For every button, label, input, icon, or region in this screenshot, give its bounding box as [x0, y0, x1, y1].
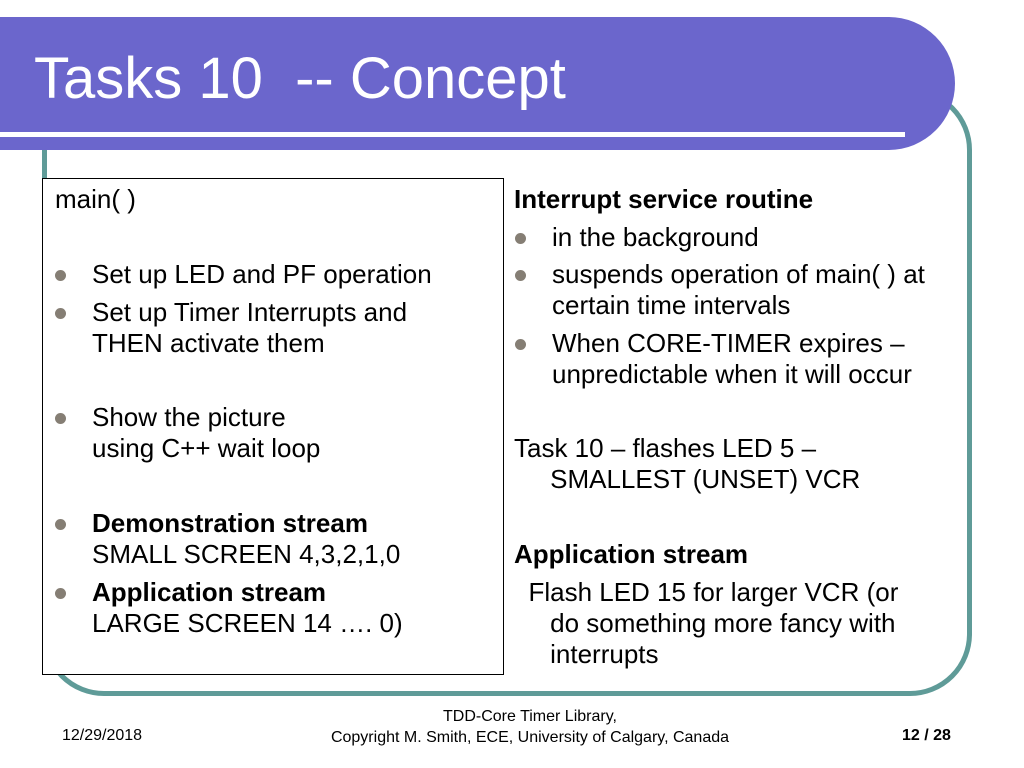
application-stream-heading: Application stream	[514, 539, 749, 569]
task-line: Task 10 – flashes LED 5 – SMALLEST (UNSE…	[514, 433, 861, 494]
list-item-text: SMALL SCREEN 4,3,2,1,0	[92, 539, 401, 569]
list-item-text: Show the picture using C++ wait loop	[92, 402, 321, 463]
list-item-bold: Application stream	[92, 577, 327, 607]
bullet-icon	[55, 308, 66, 319]
main-function-box	[42, 178, 504, 675]
bullet-icon	[515, 339, 526, 350]
title-underline	[0, 132, 905, 137]
footer-date: 12/29/2018	[62, 727, 143, 744]
bullet-icon	[55, 519, 66, 530]
footer-copyright: TDD-Core Timer Library, Copyright M. Smi…	[300, 706, 760, 748]
bullet-icon	[515, 233, 526, 244]
bullet-icon	[55, 270, 66, 281]
list-item-text: When CORE-TIMER expires – unpredictable …	[552, 328, 912, 389]
list-item-text: Set up Timer Interrupts and THEN activat…	[92, 297, 408, 358]
footer-line-2: Copyright M. Smith, ECE, University of C…	[330, 729, 730, 746]
page-number: 12 / 28	[902, 727, 951, 744]
slide-title: Tasks 10 -- Concept	[34, 46, 566, 111]
list-item-text: in the background	[552, 222, 759, 252]
bullet-icon	[55, 413, 66, 424]
left-heading: main( )	[55, 184, 136, 214]
list-item-text: Set up LED and PF operation	[92, 259, 432, 289]
list-item-text: LARGE SCREEN 14 …. 0)	[92, 608, 403, 638]
bullet-icon	[55, 588, 66, 599]
list-item-bold: Demonstration stream	[92, 508, 368, 538]
title-banner	[0, 17, 955, 150]
list-item-text: suspends operation of main( ) at certain…	[552, 259, 925, 320]
footer-line-1: TDD-Core Timer Library,	[443, 708, 617, 725]
right-heading: Interrupt service routine	[514, 184, 814, 214]
application-stream-text: Flash LED 15 for larger VCR (or do somet…	[528, 577, 899, 669]
bullet-icon	[515, 270, 526, 281]
